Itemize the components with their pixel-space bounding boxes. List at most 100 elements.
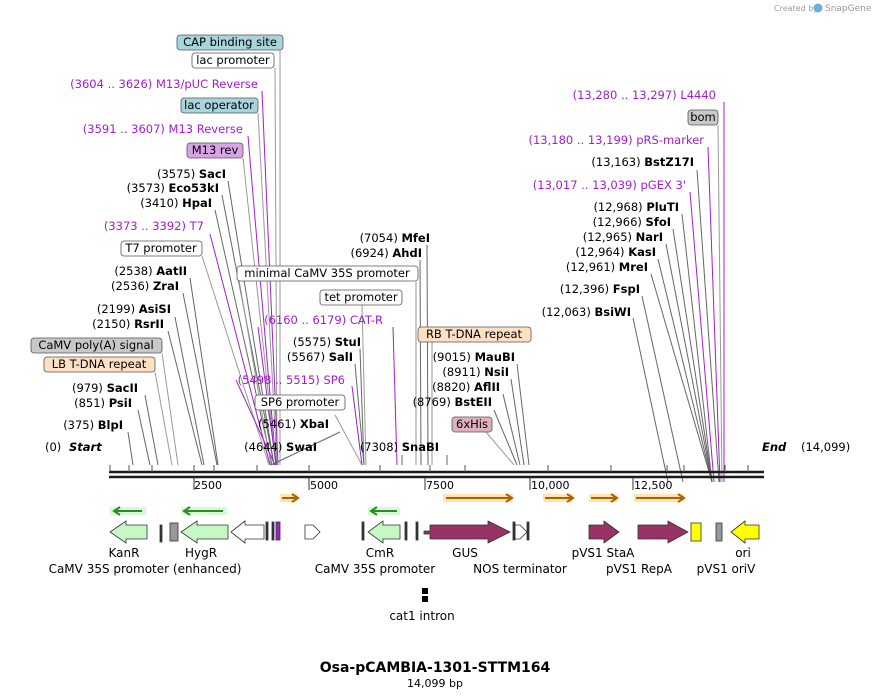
backbone [109,470,764,479]
connector [717,124,723,483]
feature-shape [637,520,689,544]
feature-shape [169,522,179,542]
connector [334,414,363,466]
orf-arrow-icon [636,493,686,503]
orf-arrow-icon [282,493,300,503]
feature-shape [526,521,530,541]
feature-box-label: lac operator [184,98,254,112]
feature-shape [109,520,148,544]
primer-label: (13,180 .. 13,199) pRS-marker [529,133,705,147]
site-label: (12,063) BsiWI [542,305,631,319]
feature-shape [415,521,419,541]
ruler: 2500 5000 7500 10,000 12,500 [109,465,749,492]
connector [351,385,363,466]
site-position: (12,961) [566,260,619,274]
connector [426,244,429,466]
site-enzyme: BstEII [454,395,492,409]
feature-box [254,394,346,411]
orf-arrow-icon [591,493,619,503]
feature-label: pVS1 RepA [606,562,673,576]
feature-shape [271,521,275,541]
connector [681,213,713,483]
site-label: (12,966) SfoI [593,215,671,229]
feature-label: CmR [366,546,394,560]
connector [227,180,275,466]
site-label: (4644) SwaI [244,440,317,454]
site-enzyme: MfeI [401,231,430,245]
feature-box [451,416,493,433]
feature-label: CaMV 35S promoter (enhanced) [49,562,242,576]
ruler-tick-label: 10,000 [531,479,570,492]
site-label: (3575) SacI [157,167,226,181]
site-label: (5461) XbaI [258,417,329,431]
orf-arrows [110,493,686,516]
feature-box-label: LB T-DNA repeat [52,357,147,371]
connector [516,363,530,466]
site-position: (5575) [293,335,335,349]
site-position: (12,968) [593,200,646,214]
connector [502,393,521,466]
site-label: (2199) AsiSI [97,302,171,316]
connector [270,431,341,466]
connector [127,431,134,466]
site-position: (12,063) [542,305,595,319]
connector-lines [127,49,725,483]
feature-shape [367,520,401,544]
site-label: (7308) SnaBI [360,440,439,454]
connector [689,191,715,483]
site-enzyme: XbaI [300,417,329,431]
site-enzyme: ZraI [153,279,179,293]
site-position: (6924) [350,246,392,260]
start-label: Start [69,440,102,454]
site-enzyme: HpaI [182,196,212,210]
site-enzyme: NarI [636,230,663,244]
feature-box-label: bom [690,110,716,124]
primer-label: (13,280 .. 13,297) L4440 [573,88,716,102]
feature-shape [275,521,281,541]
feature-box [191,52,275,69]
connector [657,258,713,483]
site-enzyme: StuI [335,335,361,349]
site-position: (5567) [287,350,329,364]
site-position: (12,965) [583,230,636,244]
feature-shape [423,530,430,535]
feature-label: HygR [185,546,217,560]
feature-shape [715,522,723,542]
feature-label: pVS1 oriV [697,562,757,576]
feature-box [236,265,419,282]
feature-labels: KanR HygR CmR GUS pVS1 StaA ori CaMV 35S… [49,546,757,623]
feature-box [186,142,244,159]
site-position: (3573) [127,181,169,195]
ruler-tick-label: 5000 [310,479,338,492]
connector [493,409,518,466]
site-position: (13,163) [591,155,644,169]
site-position: (2538) [114,264,156,278]
connector [707,146,721,483]
site-label: (2536) ZraI [111,279,179,293]
feature-box [417,326,532,343]
feature-box-label: T7 promoter [124,241,197,255]
feature-box [120,240,203,257]
feature-label: ori [735,546,751,560]
site-position: (8820) [432,380,474,394]
site-labels: (3575) SacI (3573) Eco53kI (3410) HpaI (… [63,77,716,454]
map-length: 14,099 bp [407,677,463,690]
site-position: (5461) [258,417,300,431]
feature-box [176,34,284,51]
site-label: (12,396) FspI [560,282,640,296]
connector [359,348,365,466]
feature-box [319,289,403,306]
feature-label: NOS terminator [473,562,567,576]
site-position: (3410) [140,196,182,210]
site-position: (9015) [433,350,475,364]
site-position: (851) [74,396,109,410]
connector [641,295,684,483]
site-label: (979) SacII [72,381,138,395]
site-position: (3575) [157,167,199,181]
connector [672,228,713,483]
feature-box-label: minimal CaMV 35S promoter [244,266,410,280]
site-position: (2150) [92,317,134,331]
feature-box-label: lac promoter [196,53,270,67]
primer-label: (3604 .. 3626) M13/pUC Reverse [70,77,258,91]
site-position: (2536) [111,279,153,293]
